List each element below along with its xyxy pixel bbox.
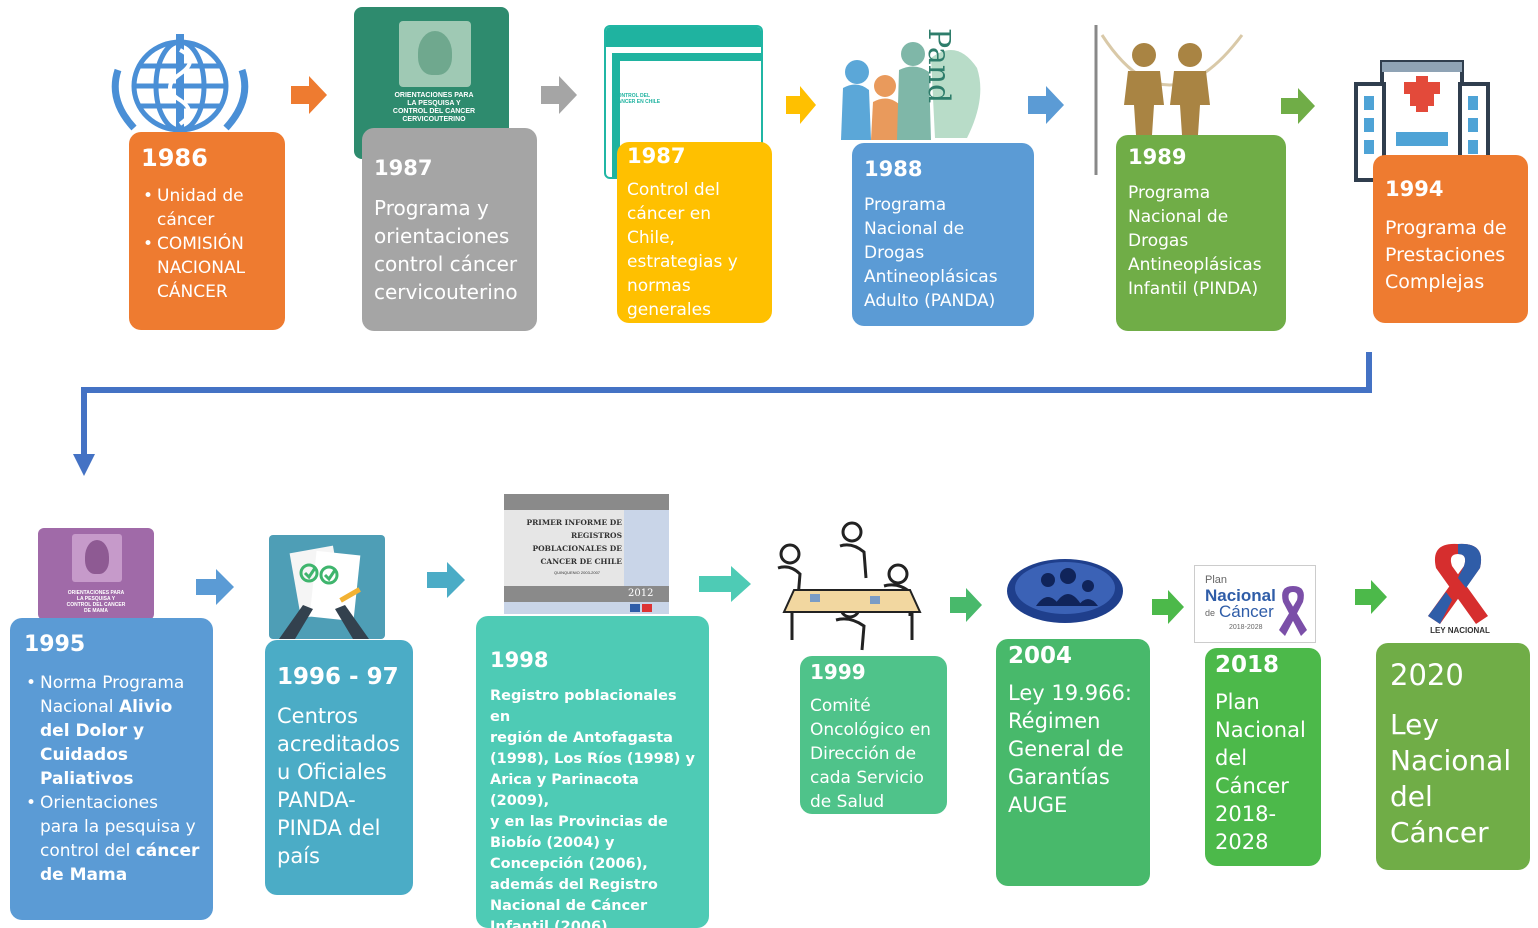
milestone-1994-card: 1994 Programa de Prestaciones Complejas (1373, 155, 1528, 323)
milestone-item: Norma Programa Nacional Alivio del Dolor… (26, 671, 201, 791)
ley-nacional-ribbon-text: LEY NACIONAL (1430, 626, 1490, 635)
auge-logo-image (1006, 558, 1124, 624)
mama-cover-text: ORIENTACIONES PARA LA PESQUISA Y CONTROL… (66, 590, 126, 614)
milestone-1988-card: 1988 Programa Nacional de Drogas Antineo… (852, 143, 1034, 326)
registro-report-cover-image: PRIMER INFORME DE REGISTROS POBLACIONALE… (504, 494, 669, 614)
plan-nacional-logo-image: Plan Nacional de Cáncer 2018-2028 (1194, 565, 1316, 643)
milestone-year: 2018 (1215, 652, 1280, 678)
milestone-year: 1988 (864, 157, 923, 181)
milestone-item: COMISIÓN NACIONAL CÁNCER (143, 232, 273, 304)
milestone-text: Programa Nacional de Drogas Antineoplási… (1128, 183, 1262, 299)
milestone-year: 1994 (1385, 177, 1444, 201)
registro-report-title: PRIMER INFORME DE REGISTROS POBLACIONALE… (526, 518, 622, 566)
milestone-year: 2004 (1008, 643, 1073, 669)
milestone-2018-card: 2018 Plan Nacional del Cáncer 2018- 2028 (1205, 648, 1321, 866)
milestone-year: 1987 (627, 144, 686, 168)
checklist-illustration-image (269, 535, 385, 639)
plan-logo-nacional-text: Nacional (1205, 586, 1276, 605)
milestone-1999-card: 1999 Comité Oncológico en Dirección de c… (800, 656, 947, 814)
milestone-1995-card: 1995 Norma Programa Nacional Alivio del … (10, 618, 213, 920)
children-silhouette-image (1092, 25, 1247, 175)
arrow-right-icon (291, 76, 327, 114)
arrow-right-icon (196, 569, 234, 605)
milestone-item: Unidad de cáncer (143, 184, 273, 232)
milestone-item-plain: Orientaciones para la pesquisa y control… (40, 793, 196, 861)
row-connector-arrow (73, 352, 1372, 476)
milestone-item: Orientaciones para la pesquisa y control… (26, 791, 201, 887)
milestone-year: 1995 (24, 632, 86, 657)
milestone-1996-card: 1996 - 97 Centros acreditados u Oficiale… (265, 640, 413, 895)
who-logo-icon (104, 30, 256, 140)
awareness-ribbon-icon (1279, 586, 1307, 636)
arrow-right-icon (786, 86, 816, 124)
milestone-text: Centros acreditados u Oficiales PANDA- P… (277, 704, 400, 868)
milestone-year: 1987 (374, 156, 433, 180)
milestone-text: Ley Nacional del Cáncer (1390, 708, 1512, 849)
milestone-text: Programa y orientaciones control cáncer … (374, 196, 518, 304)
arrow-right-icon (541, 76, 577, 114)
milestone-year: 1996 - 97 (277, 664, 399, 690)
plan-logo-cancer-text: Cáncer (1219, 602, 1274, 621)
milestone-text: Programa de Prestaciones Complejas (1385, 217, 1507, 293)
milestone-text: Registro poblacionales en región de Anto… (490, 688, 695, 928)
plan-logo-de-text: de (1205, 608, 1216, 618)
ley-nacional-ribbon-image: LEY NACIONAL (1406, 538, 1510, 640)
milestone-item-bold: cáncer de Mama (40, 841, 200, 885)
panda-logo-text: Pand (921, 28, 956, 104)
arrow-right-icon (1281, 88, 1315, 124)
arrow-right-icon (950, 588, 982, 622)
milestone-1987-strategies-card: 1987 Control del cáncer en Chile, estrat… (617, 142, 772, 323)
milestone-year: 1989 (1128, 145, 1187, 169)
milestone-year: 2020 (1390, 658, 1464, 692)
milestone-text: Programa Nacional de Drogas Antineoplási… (864, 195, 998, 311)
milestone-year: 1998 (490, 648, 549, 672)
arrow-right-icon (1355, 580, 1387, 614)
milestone-text: Control del cáncer en Chile, estrategias… (627, 180, 738, 320)
arrow-right-icon (699, 566, 751, 602)
plan-logo-small-text: Plan (1205, 574, 1228, 586)
arrow-right-icon (1152, 590, 1184, 624)
milestone-text: Ley 19.966: Régimen General de Garantías… (1008, 681, 1132, 817)
milestone-1989-card: 1989 Programa Nacional de Drogas Antineo… (1116, 135, 1286, 331)
milestone-year: 1986 (141, 144, 208, 172)
arrow-right-icon (1028, 86, 1064, 124)
milestone-text: Comité Oncológico en Dirección de cada S… (810, 696, 931, 812)
milestone-2004-card: 2004 Ley 19.966: Régimen General de Gara… (996, 639, 1150, 886)
registro-report-subtitle: QUINQUENIO 2003-2007 (554, 570, 601, 575)
milestone-2020-card: 2020 Ley Nacional del Cáncer (1376, 643, 1530, 870)
milestone-item-plain: Norma Programa Nacional (40, 673, 185, 717)
meeting-illustration-image (770, 520, 922, 652)
milestone-item-bold: Alivio del Dolor y Cuidados Paliativos (40, 697, 173, 789)
mama-cover-image: ORIENTACIONES PARA LA PESQUISA Y CONTROL… (38, 528, 154, 620)
panda-logo-image: Pand (837, 28, 993, 148)
arrow-right-icon (427, 562, 465, 598)
milestone-1986-card: 1986 Unidad de cáncer COMISIÓN NACIONAL … (129, 132, 285, 330)
plan-logo-years-text: 2018-2028 (1229, 624, 1263, 631)
registro-report-year: 2012 (628, 588, 654, 599)
control-cancer-cover-text: CONTROL DEL CANCER EN CHILE (614, 93, 661, 105)
milestone-text: Plan Nacional del Cáncer 2018- 2028 (1215, 690, 1306, 854)
milestone-1998-card: 1998 Registro poblacionales en región de… (476, 616, 709, 928)
milestone-year: 1999 (810, 660, 866, 684)
cervicouterino-cover-text: ORIENTACIONES PARA LA PESQUISA Y CONTROL… (392, 92, 476, 123)
milestone-1987-card: 1987 Programa y orientaciones control cá… (362, 128, 537, 331)
